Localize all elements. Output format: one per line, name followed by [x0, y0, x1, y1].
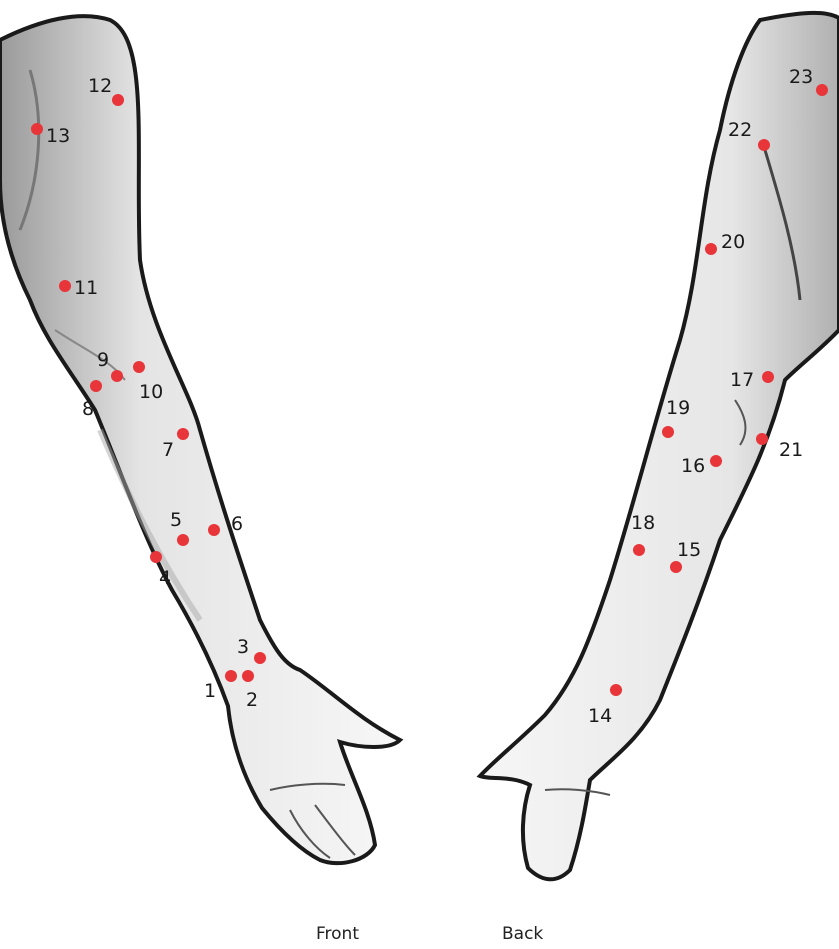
- point-14-label: 14: [588, 705, 612, 727]
- point-5-label: 5: [170, 509, 182, 531]
- point-12-dot: [112, 94, 124, 106]
- point-2-label: 2: [246, 689, 258, 711]
- point-21-label: 21: [779, 439, 803, 461]
- point-7-label: 7: [162, 439, 174, 461]
- point-18-label: 18: [631, 512, 655, 534]
- point-10-dot: [133, 361, 145, 373]
- point-5-dot: [177, 534, 189, 546]
- point-10-label: 10: [139, 381, 163, 403]
- front-caption: Front: [316, 924, 359, 944]
- point-4-dot: [150, 551, 162, 563]
- point-21-dot: [756, 433, 768, 445]
- point-15-dot: [670, 561, 682, 573]
- point-20-label: 20: [721, 231, 745, 253]
- point-13-label: 13: [46, 125, 70, 147]
- point-12-label: 12: [88, 75, 112, 97]
- point-1-dot: [225, 670, 237, 682]
- point-8-label: 8: [82, 398, 94, 420]
- point-15-label: 15: [677, 539, 701, 561]
- point-13-dot: [31, 123, 43, 135]
- point-19-dot: [662, 426, 674, 438]
- point-17-dot: [762, 371, 774, 383]
- point-4-label: 4: [159, 567, 171, 589]
- point-19-label: 19: [666, 397, 690, 419]
- point-22-dot: [758, 139, 770, 151]
- point-16-dot: [710, 455, 722, 467]
- point-3-label: 3: [237, 636, 249, 658]
- point-6-dot: [208, 524, 220, 536]
- point-8-dot: [90, 380, 102, 392]
- point-18-dot: [633, 544, 645, 556]
- back-caption: Back: [502, 924, 543, 944]
- point-3-dot: [254, 652, 266, 664]
- point-17-label: 17: [730, 369, 754, 391]
- point-11-dot: [59, 280, 71, 292]
- point-23-label: 23: [789, 66, 813, 88]
- point-23-dot: [816, 84, 828, 96]
- point-11-label: 11: [74, 277, 98, 299]
- point-2-dot: [242, 670, 254, 682]
- point-20-dot: [705, 243, 717, 255]
- point-6-label: 6: [231, 513, 243, 535]
- point-7-dot: [177, 428, 189, 440]
- point-9-dot: [111, 370, 123, 382]
- point-9-label: 9: [97, 349, 109, 371]
- point-1-label: 1: [204, 680, 216, 702]
- point-22-label: 22: [728, 119, 752, 141]
- point-16-label: 16: [681, 455, 705, 477]
- point-14-dot: [610, 684, 622, 696]
